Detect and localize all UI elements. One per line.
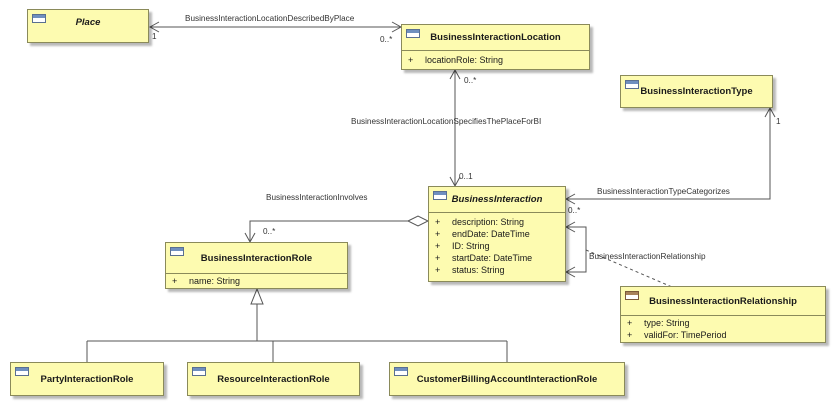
attribute-compartment: +locationRole: String (402, 50, 589, 69)
attribute: +status: String (435, 265, 505, 275)
categorizes-target-mult: 0..* (568, 206, 581, 215)
relationship-label: BusinessInteractionRelationship (589, 252, 706, 261)
categorizes-line[interactable] (566, 108, 771, 200)
class-header: ResourceInteractionRole (188, 363, 359, 395)
described-by-label: BusinessInteractionLocationDescribedByPl… (185, 14, 355, 23)
attribute: +description: String (435, 217, 525, 227)
class-name: Place (75, 17, 101, 28)
class-name: BusinessInteractionRole (200, 252, 313, 264)
attribute: +type: String (627, 318, 690, 328)
class-icon (32, 14, 46, 23)
specifies-target-mult: 0..1 (459, 172, 473, 181)
involves-line[interactable] (249, 220, 408, 242)
described-by-target-mult: 0..* (380, 35, 393, 44)
class-business-interaction-type[interactable]: BusinessInteractionType (620, 75, 773, 108)
arrowhead-bi-self-bottom (564, 266, 576, 278)
class-name: CustomerBillingAccountInteractionRole (416, 373, 598, 385)
attribute: +name: String (172, 276, 241, 286)
class-icon (406, 29, 420, 38)
arrowhead-place (148, 21, 160, 33)
class-name: BusinessInteraction (451, 194, 543, 205)
class-icon (394, 367, 408, 376)
class-business-interaction-location[interactable]: BusinessInteractionLocation +locationRol… (401, 24, 590, 70)
attribute-compartment: +type: String +validFor: TimePeriod (621, 315, 825, 344)
class-icon (192, 367, 206, 376)
attribute: +locationRole: String (408, 55, 504, 65)
class-name: PartyInteractionRole (40, 373, 134, 385)
association-class-icon (625, 291, 639, 300)
class-business-interaction[interactable]: BusinessInteraction +description: String… (428, 186, 566, 282)
attribute-compartment: +name: String (166, 273, 347, 290)
class-party-interaction-role[interactable]: PartyInteractionRole (10, 362, 164, 396)
class-icon (15, 367, 29, 376)
class-header: BusinessInteractionRole (166, 243, 347, 273)
involves-label: BusinessInteractionInvolves (266, 193, 368, 202)
attribute: +validFor: TimePeriod (627, 330, 727, 340)
class-header: CustomerBillingAccountInteractionRole (390, 363, 624, 395)
class-business-interaction-relationship[interactable]: BusinessInteractionRelationship +type: S… (620, 286, 826, 343)
class-header: Place (28, 10, 148, 35)
arrowhead-type (764, 106, 776, 118)
attribute: +endDate: DateTime (435, 229, 530, 239)
categorizes-label: BusinessInteractionTypeCategorizes (597, 187, 730, 196)
class-icon (625, 80, 639, 89)
class-header: BusinessInteractionLocation (402, 25, 589, 50)
class-icon (433, 191, 447, 200)
class-name: ResourceInteractionRole (217, 373, 330, 385)
specifies-source-mult: 0..* (464, 76, 477, 85)
aggregation-diamond (406, 215, 430, 227)
attribute-compartment: +description: String +endDate: DateTime … (429, 212, 565, 279)
class-header: BusinessInteraction (429, 187, 565, 212)
described-by-source-mult: 1 (152, 32, 157, 41)
arrowhead-bi-self-top (564, 221, 576, 233)
class-header: BusinessInteractionType (621, 76, 772, 107)
relationship-line[interactable] (566, 226, 587, 273)
class-resource-interaction-role[interactable]: ResourceInteractionRole (187, 362, 360, 396)
arrowhead-bi-right (564, 193, 576, 205)
association-class-dash (585, 249, 673, 288)
involves-target-mult: 0..* (263, 227, 276, 236)
arrowhead-location-up (449, 68, 461, 80)
class-name: BusinessInteractionLocation (430, 32, 561, 43)
class-icon (170, 247, 184, 256)
class-name: BusinessInteractionType (640, 86, 753, 97)
specifies-label: BusinessInteractionLocationSpecifiesTheP… (351, 117, 542, 126)
attribute: +startDate: DateTime (435, 253, 533, 263)
class-header: BusinessInteractionRelationship (621, 287, 825, 315)
categorizes-source-mult: 1 (776, 117, 781, 126)
class-place[interactable]: Place (27, 9, 149, 43)
generalization-triangle (250, 287, 264, 305)
class-customer-billing-account-interaction-role[interactable]: CustomerBillingAccountInteractionRole (389, 362, 625, 396)
class-business-interaction-role[interactable]: BusinessInteractionRole +name: String (165, 242, 348, 289)
class-name: BusinessInteractionRelationship (649, 295, 797, 307)
class-header: PartyInteractionRole (11, 363, 163, 395)
attribute: +ID: String (435, 241, 490, 251)
